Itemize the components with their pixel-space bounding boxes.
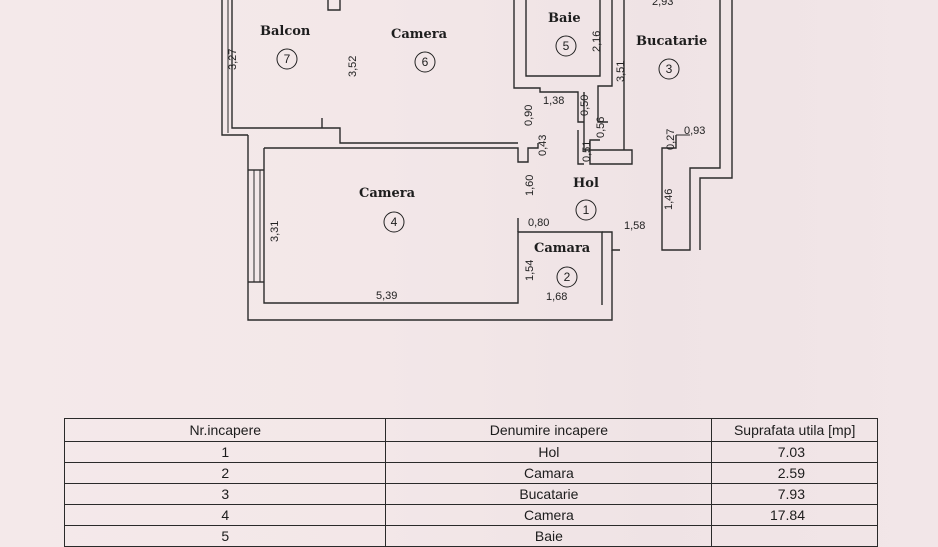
dim-label: 2,16 bbox=[591, 31, 603, 52]
cell-name: Baie bbox=[385, 525, 713, 547]
cell-name: Bucatarie bbox=[385, 483, 713, 505]
cell-name: Hol bbox=[385, 441, 713, 463]
cell-area: 2.59 bbox=[711, 462, 878, 484]
cell-nr: 4 bbox=[63, 504, 387, 526]
floor-plan: 3,27 3,52 2,16 3,51 2,93 0,90 1,38 0,50 … bbox=[221, 0, 733, 321]
room-number-circle bbox=[414, 51, 436, 73]
cell-area: 7.03 bbox=[711, 441, 878, 463]
table-row: 4 Camera 17.84 bbox=[63, 504, 878, 526]
room-area-table: Nr.incapere Denumire incapere Suprafata … bbox=[63, 418, 878, 547]
dim-label: 3,52 bbox=[347, 56, 359, 77]
cell-area: 17.84 bbox=[711, 504, 878, 526]
room-labels: Balcon 7 Camera 6 Baie 5 Bucatarie 3 Cam… bbox=[260, 11, 707, 288]
room-number: 6 bbox=[422, 55, 429, 69]
room-number-circle bbox=[658, 58, 680, 80]
room-name-camera-6: Camera bbox=[391, 27, 448, 42]
dim-label: 5,39 bbox=[376, 290, 397, 302]
header-nr: Nr.incapere bbox=[63, 418, 387, 442]
room-name-bucatarie: Bucatarie bbox=[636, 34, 707, 49]
cell-name: Camara bbox=[385, 462, 713, 484]
dim-label: 1,38 bbox=[543, 95, 564, 107]
table-row: 3 Bucatarie 7.93 bbox=[63, 483, 878, 505]
cell-name: Camera bbox=[385, 504, 713, 526]
dimension-labels: 3,27 3,52 2,16 3,51 2,93 0,90 1,38 0,50 … bbox=[227, 0, 705, 303]
room-name-camara: Camara bbox=[534, 241, 591, 256]
room-name-baie: Baie bbox=[548, 11, 581, 26]
dim-label: 1,68 bbox=[546, 291, 567, 303]
room-number: 5 bbox=[563, 39, 570, 53]
dim-label: 0,51 bbox=[581, 141, 593, 162]
dim-label: 1,46 bbox=[663, 189, 675, 210]
room-number-circle bbox=[575, 199, 597, 221]
room-number: 4 bbox=[391, 215, 398, 229]
room-number: 1 bbox=[583, 203, 590, 217]
dim-label: 0,93 bbox=[684, 125, 705, 137]
dim-label: 2,93 bbox=[652, 0, 673, 8]
room-number: 7 bbox=[284, 52, 291, 66]
dim-label: 1,58 bbox=[624, 220, 645, 232]
dim-label: 0,27 bbox=[665, 129, 677, 150]
room-number-circle bbox=[556, 266, 578, 288]
room-name-camera-4: Camera bbox=[359, 186, 416, 201]
room-number: 2 bbox=[564, 270, 571, 284]
header-area: Suprafata utila [mp] bbox=[711, 418, 878, 442]
room-number: 3 bbox=[666, 62, 673, 76]
dim-label: 0,43 bbox=[537, 135, 549, 156]
dim-label: 0,50 bbox=[579, 95, 591, 116]
header-name: Denumire incapere bbox=[385, 418, 713, 442]
walls bbox=[221, 0, 733, 321]
dim-label: 1,60 bbox=[524, 175, 536, 196]
cell-nr: 1 bbox=[63, 441, 387, 463]
table-row: 5 Baie bbox=[63, 525, 878, 547]
dim-label: 0,56 bbox=[595, 117, 607, 138]
cell-nr: 5 bbox=[63, 525, 387, 547]
room-number-circle bbox=[555, 35, 577, 57]
dim-label: 0,80 bbox=[528, 217, 549, 229]
cell-nr: 2 bbox=[63, 462, 387, 484]
room-name-hol: Hol bbox=[573, 176, 599, 191]
table-row: 2 Camara 2.59 bbox=[63, 462, 878, 484]
room-number-circle bbox=[383, 211, 405, 233]
dim-label: 3,51 bbox=[615, 61, 627, 82]
table-row: 1 Hol 7.03 bbox=[63, 441, 878, 463]
cell-area bbox=[711, 525, 878, 547]
table-header-row: Nr.incapere Denumire incapere Suprafata … bbox=[63, 418, 878, 442]
room-name-balcon: Balcon bbox=[260, 24, 311, 39]
dim-label: 0,90 bbox=[523, 105, 535, 126]
dim-label: 3,31 bbox=[269, 221, 281, 242]
room-number-circle bbox=[276, 48, 298, 70]
dim-label: 3,27 bbox=[227, 49, 239, 70]
cell-area: 7.93 bbox=[711, 483, 878, 505]
dim-label: 1,54 bbox=[524, 260, 536, 281]
cell-nr: 3 bbox=[63, 483, 387, 505]
